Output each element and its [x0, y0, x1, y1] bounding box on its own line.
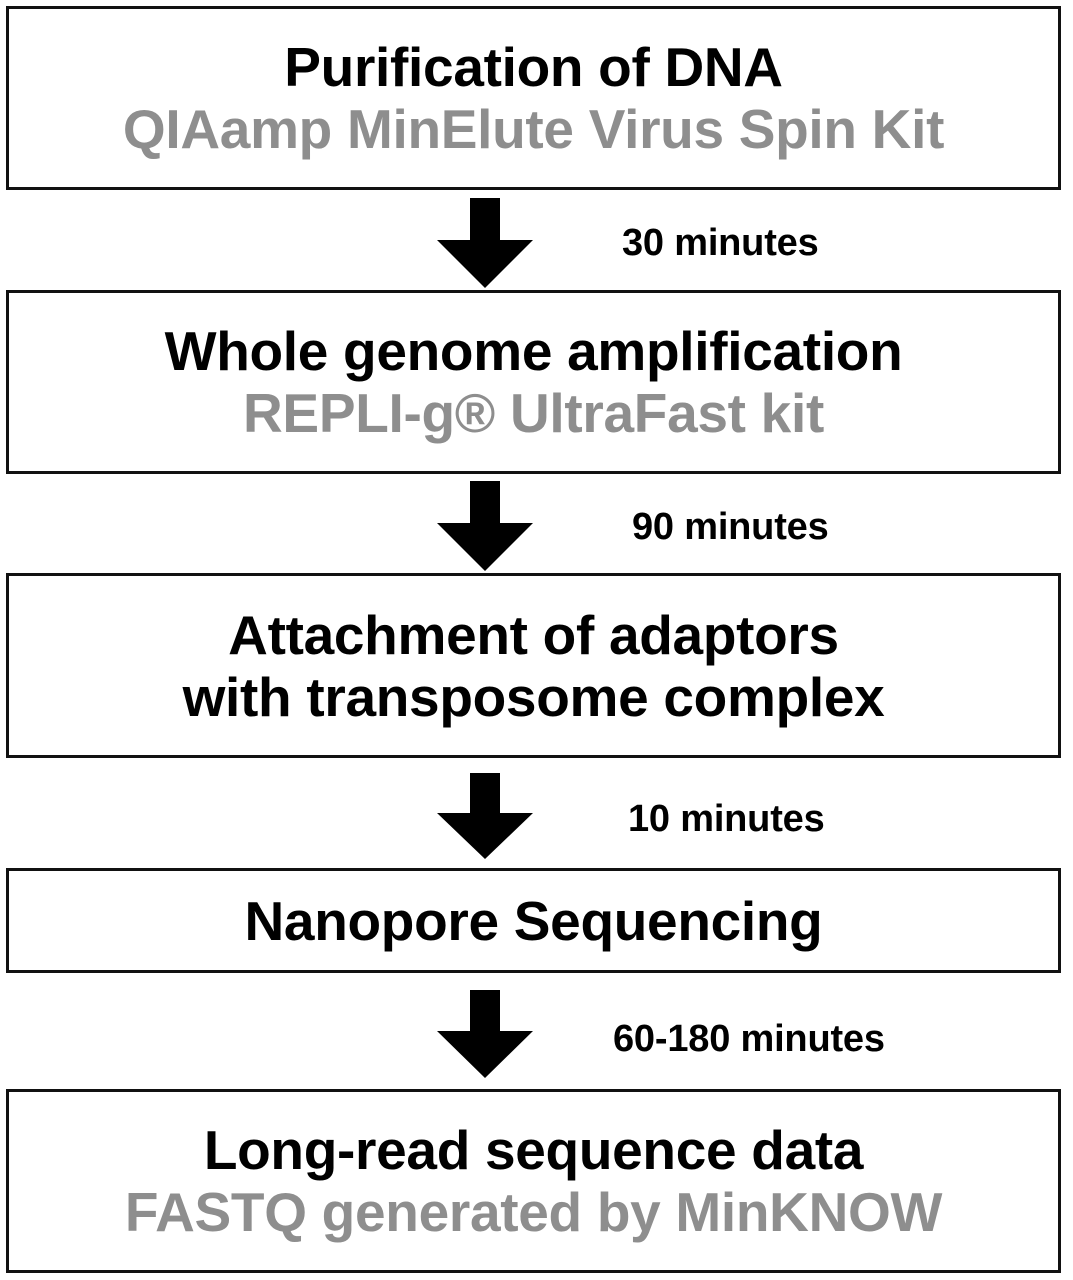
step-amplification-box: Whole genome amplification REPLI-g® Ultr… [6, 290, 1061, 474]
duration-label: 60-180 minutes [613, 1018, 885, 1060]
down-arrow-icon [437, 990, 533, 1078]
step-detail: REPLI-g® UltraFast kit [243, 382, 824, 444]
down-arrow-icon [437, 773, 533, 859]
duration-label: 30 minutes [622, 222, 819, 264]
step-purification-box: Purification of DNA QIAamp MinElute Viru… [6, 6, 1061, 190]
step-title-line: Attachment of adaptors [228, 603, 839, 666]
step-sequence-data-box: Long-read sequence data FASTQ generated … [6, 1089, 1061, 1273]
step-title: Purification of DNA [284, 36, 783, 98]
step-title: Nanopore Sequencing [244, 889, 823, 952]
step-title: Whole genome amplification [164, 320, 903, 382]
down-arrow-icon [437, 481, 533, 571]
step-detail: QIAamp MinElute Virus Spin Kit [122, 98, 945, 160]
step-detail: FASTQ generated by MinKNOW [124, 1181, 943, 1243]
step-adaptor-attachment-box: Attachment of adaptors with transposome … [6, 573, 1061, 758]
duration-label: 10 minutes [628, 798, 825, 840]
step-title-line: with transposome complex [182, 665, 885, 728]
duration-label: 90 minutes [632, 506, 829, 548]
step-title: Long-read sequence data [203, 1119, 864, 1181]
step-nanopore-box: Nanopore Sequencing [6, 868, 1061, 973]
down-arrow-icon [437, 198, 533, 288]
